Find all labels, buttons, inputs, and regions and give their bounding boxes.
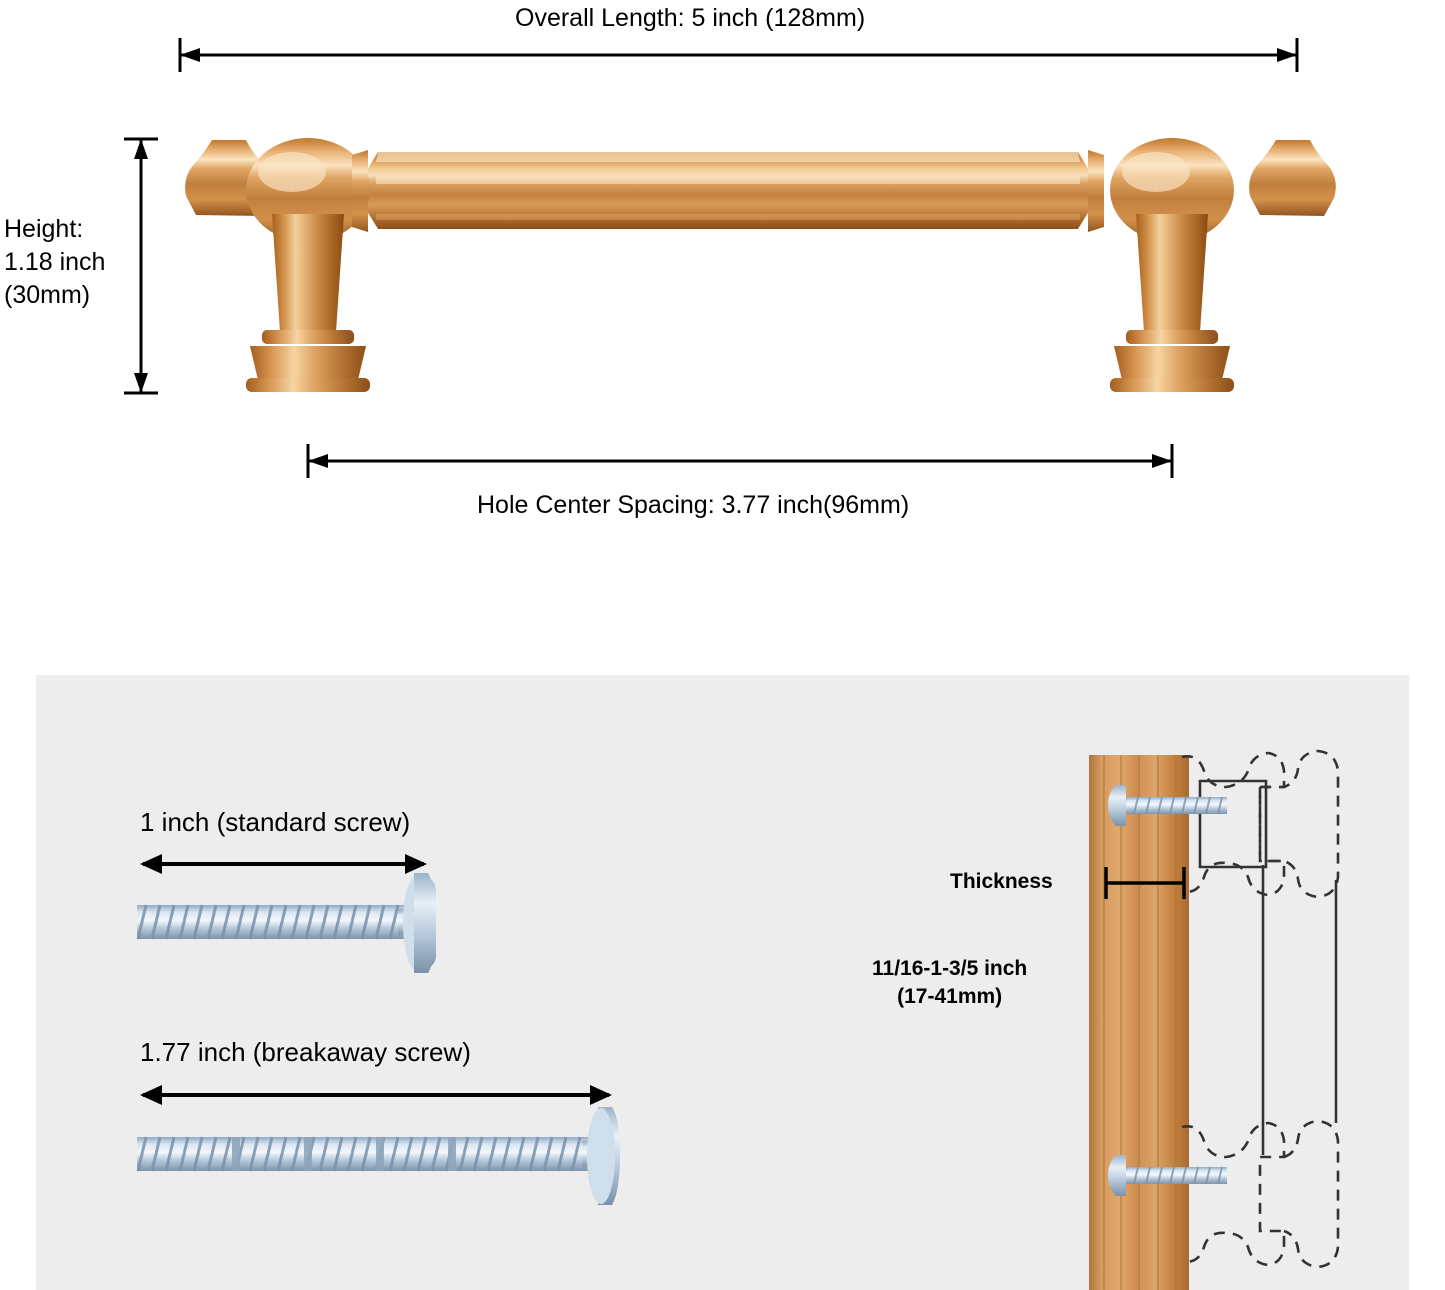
handle-outline-bar (1261, 865, 1338, 1155)
handle-right-end (1088, 138, 1336, 392)
hardware-illustration (136, 749, 1340, 1290)
hole-center-spacing-label: Hole Center Spacing: 3.77 inch(96mm) (477, 491, 910, 519)
hardware-panel: 1 inch (standard screw) 1.77 inch (break… (36, 675, 1409, 1290)
cabinet-door-board (1089, 755, 1189, 1290)
handle-svg (185, 138, 1336, 392)
standard-screw-label: 1 inch (standard screw) (140, 807, 411, 837)
thickness-label: Thickness (950, 870, 1053, 893)
handle-illustration (185, 138, 1336, 392)
handle-outline-dashed (1181, 751, 1286, 897)
breakaway-screw-label: 1.77 inch (breakaway screw) (140, 1037, 471, 1067)
handle-outline-lower (1181, 1119, 1340, 1269)
breakaway-screw (136, 1107, 620, 1205)
mounting-screw-top (1108, 785, 1227, 826)
height-label: Height: 1.18 inch (30mm) (4, 215, 106, 309)
thickness-value-label: 11/16-1-3/5 inch (17-41mm) (872, 957, 1028, 1009)
standard-screw (136, 873, 436, 973)
handle-left-end (185, 138, 370, 392)
dimension-lines (124, 38, 1299, 478)
handle-bar (362, 152, 1094, 229)
thickness-dimension (1104, 867, 1186, 899)
overall-length-label: Overall Length: 5 inch (128mm) (515, 4, 866, 32)
handle-outline-right (1258, 749, 1340, 899)
breakaway-screw-arrow (140, 1085, 612, 1105)
mounting-screw-bottom (1108, 1155, 1227, 1196)
dimension-diagram-section: Overall Length: 5 inch (128mm) Hole Cent… (4, 4, 1336, 519)
standard-screw-arrow (140, 854, 427, 874)
